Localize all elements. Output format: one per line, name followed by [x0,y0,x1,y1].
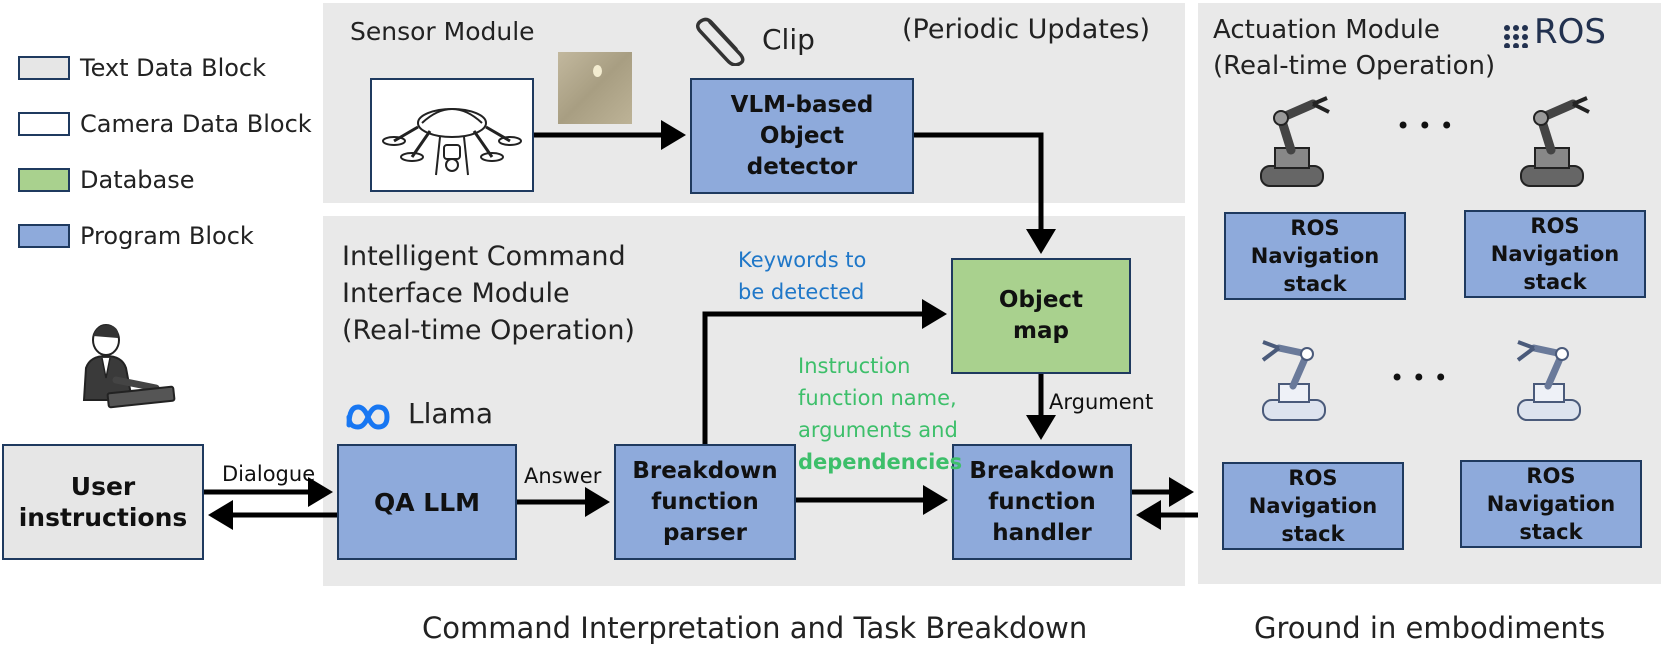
robot-arm-icon [1260,96,1330,187]
legend-label-database: Database [80,166,195,194]
interface-module-title: Intelligent Command Interface Module (Re… [342,241,635,346]
ros-nav-stack-block: ROS Navigation stack [1464,210,1646,298]
legend-swatch-database [18,168,70,192]
robot-arm-icon [1520,96,1590,187]
ros-nav-stack-block: ROS Navigation stack [1224,212,1406,300]
arrow-parser-to-objectmap [702,299,948,444]
paperclip-icon [696,17,745,66]
ros-nav-stack-block: ROS Navigation stack [1222,462,1404,550]
actuation-module-title: Actuation Module (Real-time Operation) [1213,15,1496,81]
caption-left: Command Interpretation and Task Breakdow… [422,611,1088,645]
object-map-block: Object map [951,258,1131,374]
legend-swatch-camera [18,112,70,136]
breakdown-parser-block: Breakdown function parser [614,444,796,560]
sensor-module-title: Sensor Module [350,17,535,46]
drone-icon [382,108,522,176]
keywords-label: Keywords to be detected [738,248,867,304]
legend-label-text: Text Data Block [80,54,267,82]
aerial-image-thumbnail [558,52,632,124]
ellipsis-row2: • • • [1390,364,1448,392]
user-typing-icon [82,324,176,409]
dialogue-label: Dialogue [222,462,316,486]
answer-label: Answer [524,464,602,488]
clip-label: Clip [762,23,815,56]
periodic-updates-label: (Periodic Updates) [902,14,1151,45]
legend-swatch-program [18,224,70,248]
aerial-object-marker [593,65,602,77]
ros-logo-text: ROS [1534,12,1606,52]
drone-camera-block [370,78,534,192]
legend-label-program: Program Block [80,222,254,250]
ellipsis-row1: • • • [1396,112,1454,140]
dependencies-label: dependencies [798,450,963,474]
legend-label-camera: Camera Data Block [80,110,312,138]
vlm-object-detector-block: VLM-based Object detector [690,78,914,194]
instruction-label: Instruction function name, arguments and [798,354,958,442]
user-instructions-block: User instructions [2,444,204,560]
breakdown-handler-block: Breakdown function handler [952,444,1132,560]
robot-arm-icon [1261,340,1326,421]
ros-dots-icon [1504,25,1528,48]
llama-label: Llama [408,397,493,430]
caption-right: Ground in embodiments [1254,611,1606,645]
robot-arm-icon [1516,340,1581,421]
arrow-detector-to-objectmap [914,132,1056,255]
meta-logo-icon [346,404,390,430]
ros-nav-stack-block: ROS Navigation stack [1460,460,1642,548]
qa-llm-block: QA LLM [337,444,517,560]
argument-label: Argument [1049,390,1154,414]
legend-swatch-text [18,56,70,80]
